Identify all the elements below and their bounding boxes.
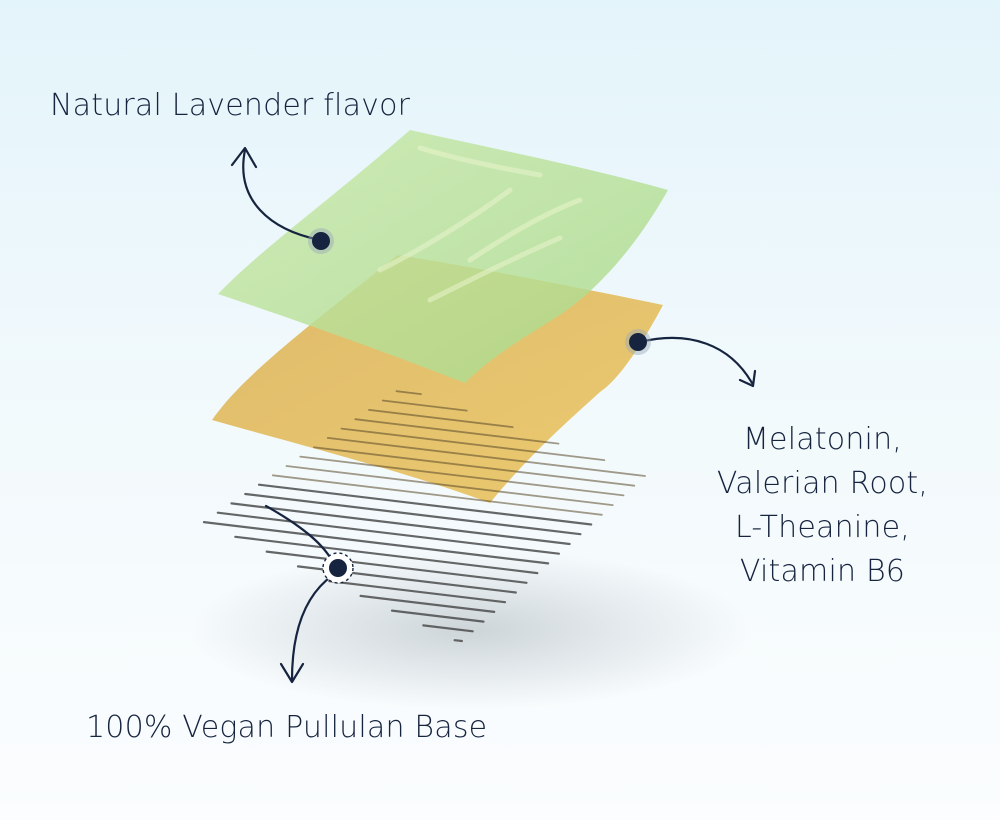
hatch-stroke [395, 390, 422, 396]
actives-label-line: Melatonin, [742, 422, 903, 457]
arrow-base-icon [279, 662, 305, 684]
leader-lines [230, 146, 757, 684]
dot-base [329, 559, 347, 577]
hatch-stroke [422, 624, 474, 633]
hatch-stroke [216, 511, 561, 555]
actives-label-line: L-Theanine, [735, 510, 910, 545]
base-layer-label: 100% Vegan Pullulan Base [86, 710, 488, 745]
actives-label-line: Valerian Root, [716, 466, 929, 501]
hatch-stroke [326, 436, 646, 477]
leader-flavor [242, 148, 322, 242]
arrow-flavor-icon [230, 146, 258, 169]
hatch-stroke [244, 492, 582, 536]
leader-base [290, 573, 335, 682]
actives-layer-label: Melatonin, Valerian Root, L-Theanine, Vi… [700, 418, 945, 594]
hatch-stroke [313, 446, 636, 487]
hatch-stroke [271, 474, 603, 516]
leader-actives [638, 336, 754, 385]
hatch-stroke [340, 427, 606, 462]
hatch-stroke [299, 455, 625, 497]
arrow-actives-icon [738, 369, 757, 388]
hatch-stroke [234, 535, 539, 575]
hatch-stroke [453, 639, 463, 643]
hatch-stroke [359, 594, 496, 614]
callout-dots [308, 228, 651, 584]
hatch-stroke [368, 408, 514, 429]
hatch-stroke [265, 550, 528, 584]
flavor-layer-sheet [218, 130, 668, 383]
hatch-stroke [354, 418, 560, 445]
flavor-layer-streaks [377, 145, 583, 303]
actives-label-line: Vitamin B6 [739, 554, 906, 589]
dot-flavor [312, 232, 330, 250]
base-layer-hatching [202, 483, 593, 643]
hatch-stroke [257, 483, 593, 526]
hatch-stroke [202, 520, 550, 565]
hatch-stroke [328, 579, 507, 604]
base-layer-hatching-through [271, 390, 646, 516]
dot-actives [629, 333, 647, 351]
hatch-stroke [390, 609, 485, 623]
hatch-stroke [381, 399, 468, 412]
flavor-layer-label: Natural Lavender flavor [50, 88, 411, 123]
hatch-stroke [230, 502, 571, 546]
hatch-stroke [285, 465, 614, 507]
